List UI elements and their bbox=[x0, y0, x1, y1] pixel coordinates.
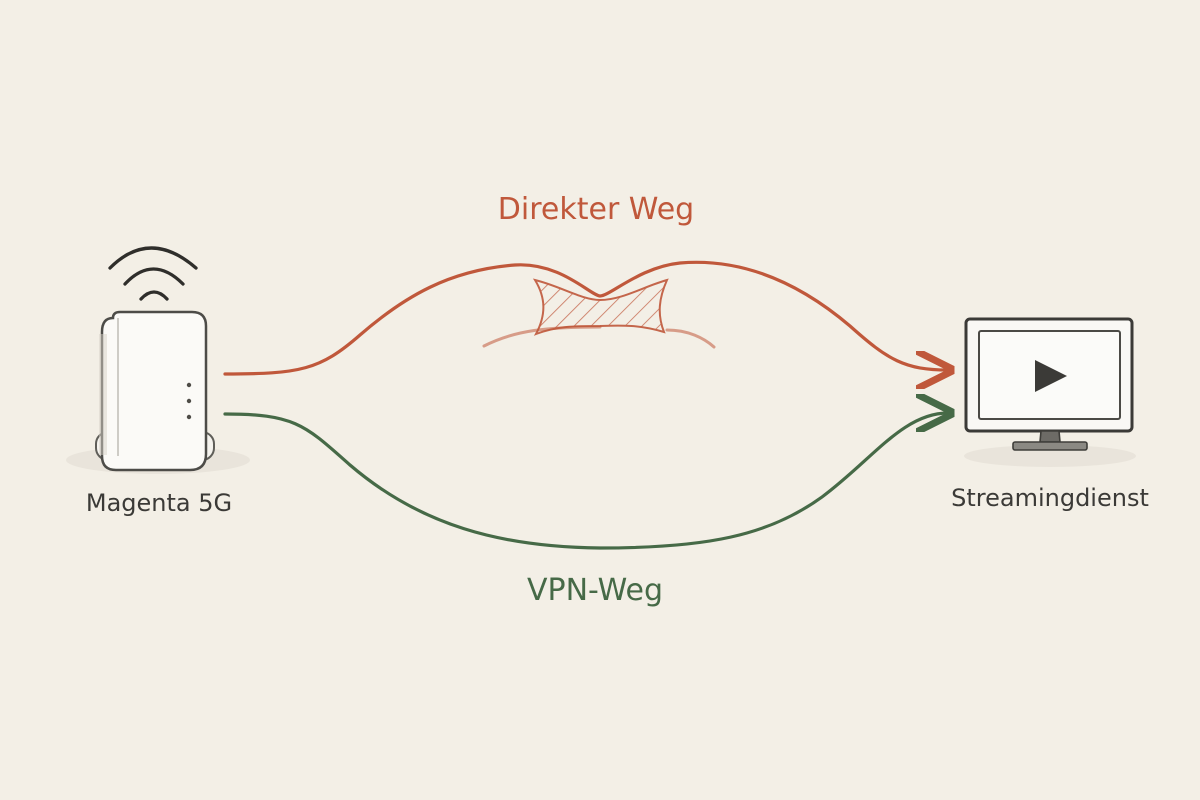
monitor-play-icon bbox=[964, 317, 1136, 467]
vpn-route bbox=[223, 413, 948, 550]
wifi-signal-icon bbox=[108, 246, 198, 301]
direct-route bbox=[223, 260, 948, 374]
vpn-route-label-text: VPN-Weg bbox=[526, 573, 664, 608]
direct-route-label-text: Direkter Weg bbox=[497, 192, 695, 227]
router-label-text: Magenta 5G bbox=[85, 489, 233, 517]
router-icon bbox=[66, 310, 250, 474]
streaming-label-text: Streamingdienst bbox=[951, 484, 1149, 512]
